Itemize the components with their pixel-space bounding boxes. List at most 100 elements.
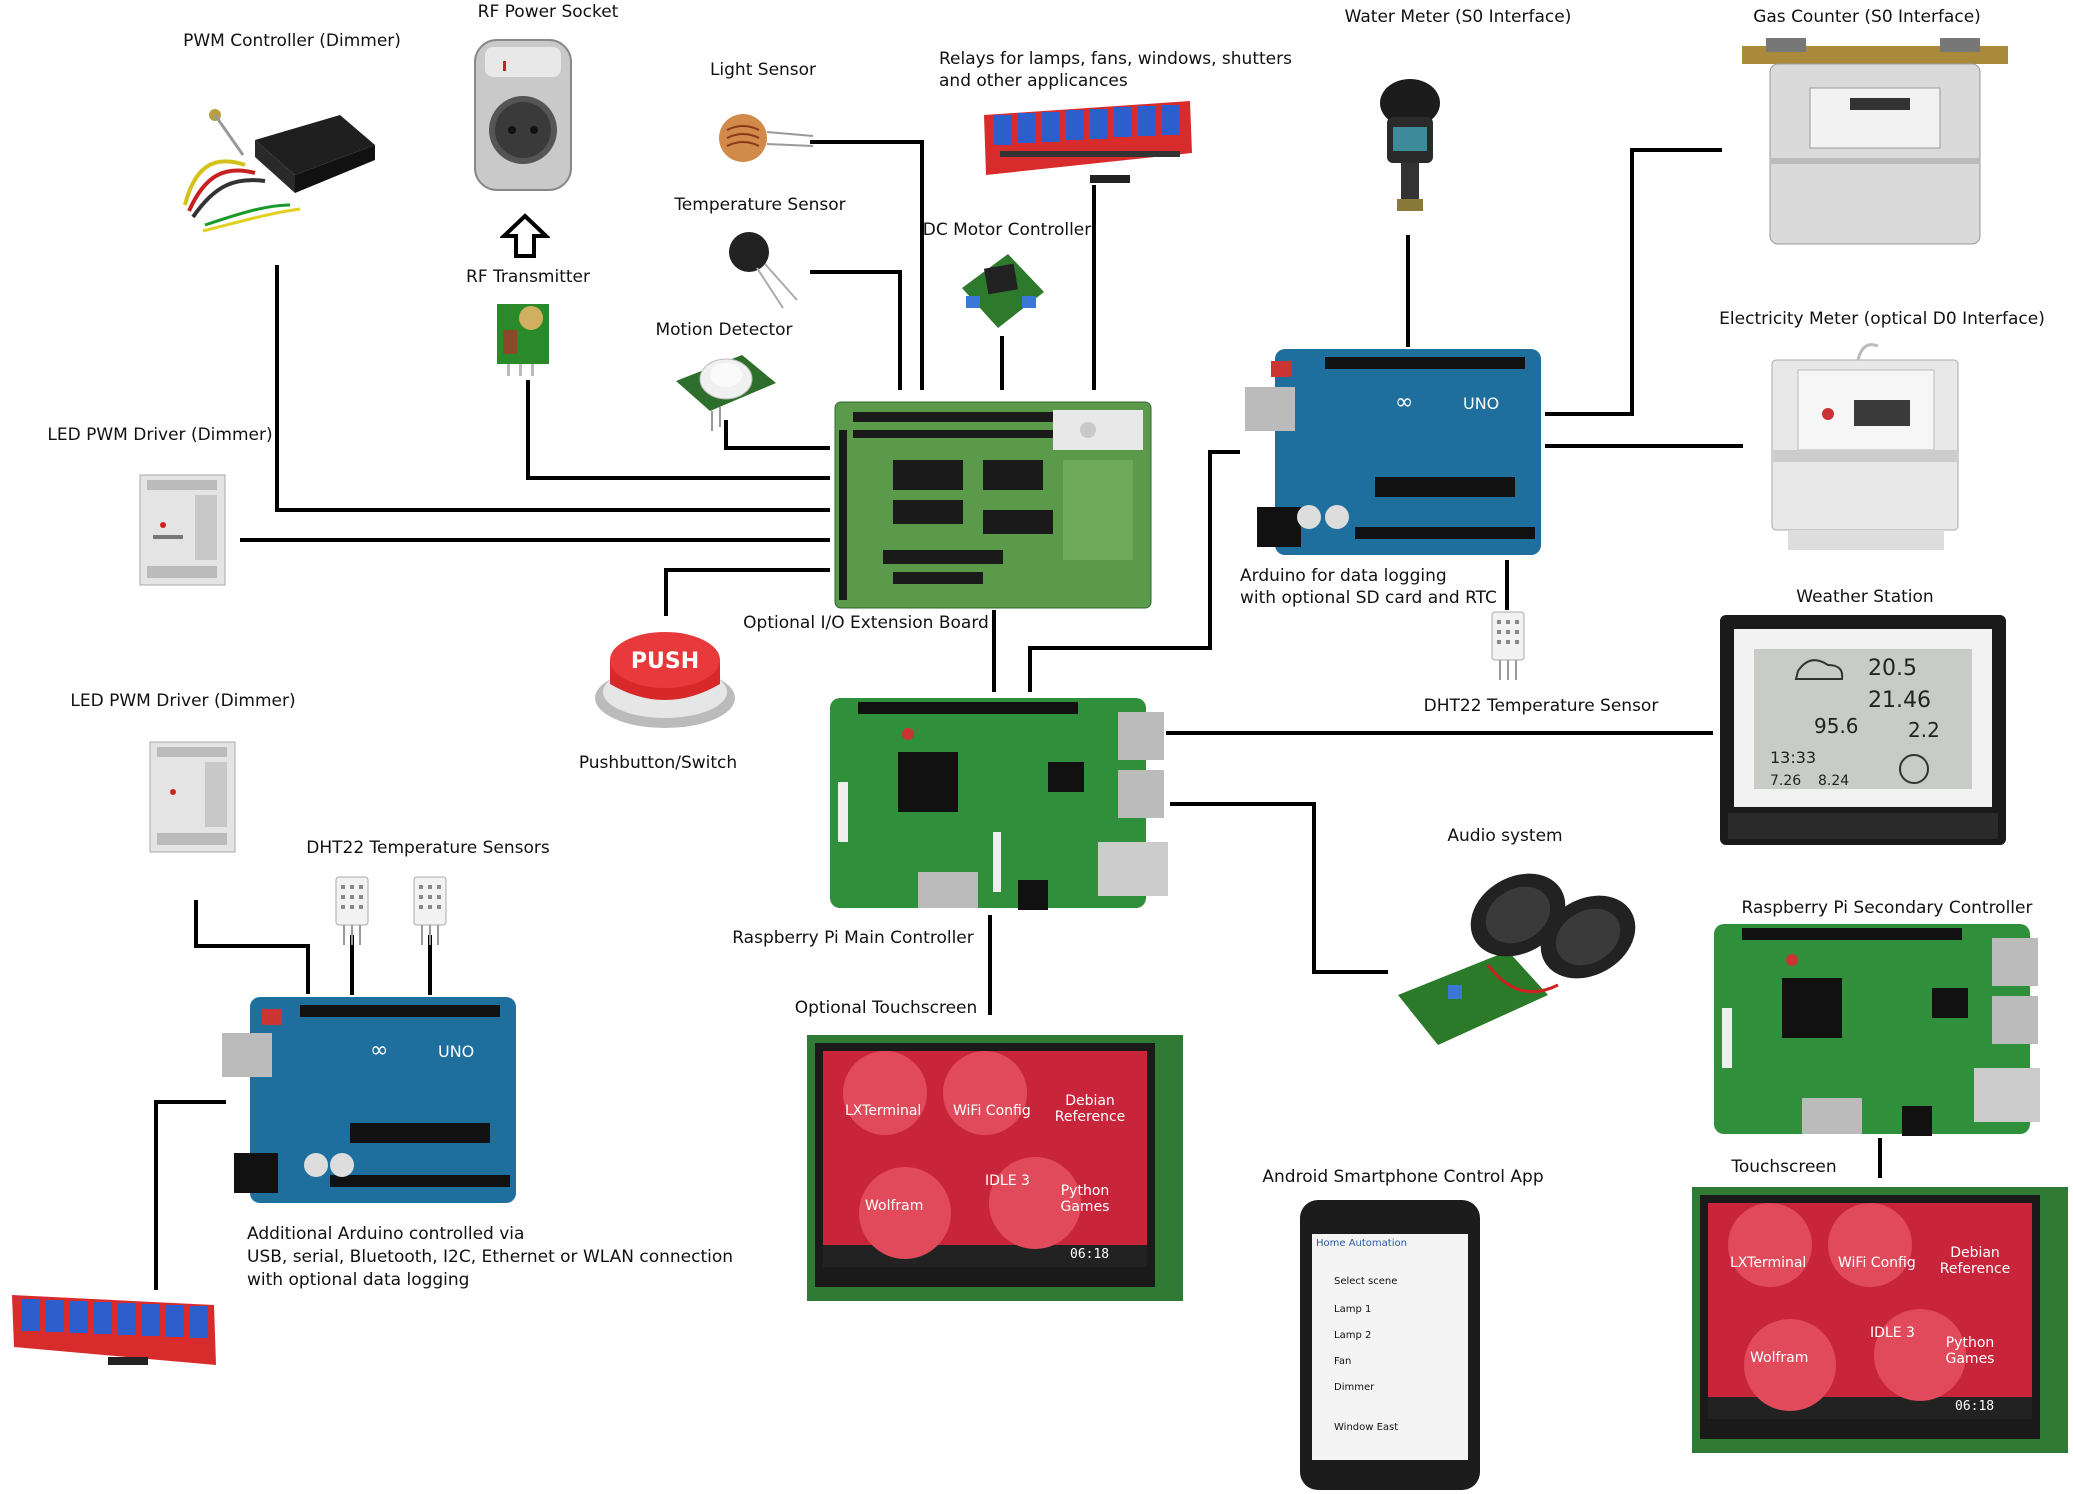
raspberry-pi-secondary-image — [1714, 924, 2040, 1136]
wire-pi-touch — [988, 915, 992, 1015]
wire-temp — [898, 270, 902, 390]
touchscreen-icon-debian[interactable]: Debian Reference — [1939, 1245, 2011, 1277]
phone-dimmer-item[interactable]: Dimmer — [1334, 1382, 1375, 1393]
phone-lamp1-item[interactable]: Lamp 1 — [1334, 1304, 1372, 1315]
temperature-sensor-image — [729, 232, 798, 309]
wire-led-driver — [240, 538, 830, 542]
label-dht22-sensor: DHT22 Temperature Sensor — [1423, 696, 1659, 716]
touchscreen-frame — [1692, 1187, 2068, 1453]
label-dc-motor-controller: DC Motor Controller — [922, 220, 1092, 240]
wire-light — [810, 140, 922, 144]
wire-relay-bottom — [154, 1100, 226, 1104]
arduino-additional-image: UNO ∞ — [222, 997, 516, 1203]
label-motion-detector: Motion Detector — [655, 320, 793, 340]
wire-gas — [1630, 148, 1722, 152]
wire-electricity — [1545, 444, 1743, 448]
phone-fan-item[interactable]: Fan — [1334, 1356, 1352, 1367]
touchscreen-icon-wolfram[interactable]: Wolfram — [1750, 1350, 1809, 1366]
label-touchscreen: Touchscreen — [1731, 1157, 1837, 1177]
pushbutton-image: PUSH — [595, 632, 735, 728]
optional-touchscreen-device: LXTerminal WiFi Config Debian Reference … — [805, 1033, 1185, 1303]
motion-detector-image — [676, 355, 776, 431]
light-sensor-image — [719, 114, 814, 162]
wire-gas — [1545, 412, 1634, 416]
touchscreen-icon-lxterminal[interactable]: LXTerminal — [1730, 1255, 1807, 1271]
label-arduino-additional-line2: USB, serial, Bluetooth, I2C, Ethernet or… — [247, 1247, 734, 1267]
phone-window-item[interactable]: Window East — [1334, 1422, 1399, 1433]
label-temperature-sensor: Temperature Sensor — [674, 195, 846, 215]
label-raspberry-secondary: Raspberry Pi Secondary Controller — [1741, 898, 2033, 918]
wire-dht22 — [1505, 560, 1509, 610]
wire-relays — [1092, 185, 1096, 390]
label-arduino-additional: Additional Arduino controlled via — [247, 1224, 525, 1244]
label-dht22-sensors: DHT22 Temperature Sensors — [306, 838, 550, 858]
arduino-uno-label: UNO — [438, 1042, 474, 1061]
weather-year: 8.24 — [1818, 773, 1849, 789]
wire-led-driver-2 — [306, 944, 310, 994]
dht22-sensor-image — [1491, 611, 1525, 680]
label-weather-station: Weather Station — [1796, 587, 1934, 607]
phone-app-title: Home Automation — [1316, 1238, 1407, 1249]
wire-arduino-pi — [1210, 450, 1240, 454]
touchscreen-icon-wifi[interactable]: WiFi Config — [953, 1103, 1031, 1119]
weather-time: 13:33 — [1770, 748, 1816, 767]
label-electricity-meter: Electricity Meter (optical D0 Interface) — [1719, 309, 2045, 329]
weather-date: 7.26 — [1770, 773, 1801, 789]
touchscreen-clock: 06:18 — [1955, 1399, 1995, 1414]
label-light-sensor: Light Sensor — [709, 60, 817, 80]
touchscreen-icon-wolfram[interactable]: Wolfram — [865, 1198, 924, 1214]
wire-arduino-pi — [1028, 646, 1032, 692]
dc-motor-controller-image — [962, 254, 1044, 328]
wire-pwm — [275, 508, 830, 512]
wire-motion — [724, 446, 830, 450]
wire-rf — [526, 380, 530, 480]
wire-audio — [1170, 802, 1316, 806]
wire-gas — [1630, 148, 1634, 414]
led-pwm-driver-image — [139, 474, 226, 586]
rf-transmitter-image — [497, 304, 549, 376]
touchscreen-icon-idle[interactable]: IDLE 3 — [1870, 1325, 1915, 1341]
wire-water — [1406, 235, 1410, 347]
wire-led-driver-2 — [194, 944, 310, 948]
touchscreen-icon-debian[interactable]: Debian Reference — [1054, 1093, 1126, 1125]
arduino-uno-label: UNO — [1463, 394, 1499, 413]
wire-light — [920, 140, 924, 390]
weather-temp: 20.5 — [1868, 656, 1917, 681]
rf-power-socket-image — [474, 39, 572, 191]
wire-pushbutton — [664, 568, 830, 572]
label-arduino-logging-line2: with optional SD card and RTC — [1240, 588, 1497, 608]
wire-arduino-pi — [1028, 646, 1212, 650]
arrow-up-icon — [500, 213, 550, 258]
dht22-sensor-image — [335, 876, 369, 945]
wire-pi2-touch — [1878, 1138, 1882, 1178]
wire-io-pi — [992, 610, 996, 692]
touchscreen-clock: 06:18 — [1070, 1247, 1110, 1262]
label-pushbutton: Pushbutton/Switch — [578, 753, 738, 773]
label-relays: Relays for lamps, fans, windows, shutter… — [939, 49, 1292, 69]
wire-rf — [526, 476, 830, 480]
touchscreen-icon-python-games[interactable]: Python Games — [1060, 1183, 1110, 1215]
label-arduino-additional-line3: with optional data logging — [247, 1270, 470, 1290]
wire-weather — [1166, 731, 1713, 735]
phone-lamp2-item[interactable]: Lamp 2 — [1334, 1330, 1372, 1341]
touchscreen-icon-lxterminal[interactable]: LXTerminal — [845, 1103, 922, 1119]
audio-system-image — [1398, 873, 1636, 1045]
push-label: PUSH — [631, 649, 699, 674]
touchscreen-icon-python-games[interactable]: Python Games — [1945, 1335, 1995, 1367]
wire-audio — [1312, 802, 1316, 974]
label-raspberry-main: Raspberry Pi Main Controller — [732, 928, 974, 948]
svg-text:∞: ∞ — [370, 1038, 388, 1063]
water-meter-image — [1380, 79, 1440, 211]
label-led-pwm-driver-2: LED PWM Driver (Dimmer) — [70, 691, 296, 711]
relay-board-image — [12, 1295, 216, 1365]
phone-scene-item[interactable]: Select scene — [1334, 1276, 1398, 1287]
touchscreen-icon-idle[interactable]: IDLE 3 — [985, 1173, 1030, 1189]
wire-dht22-multi — [428, 935, 432, 995]
touchscreen-icon-wifi[interactable]: WiFi Config — [1838, 1255, 1916, 1271]
raspberry-pi-main-image — [830, 698, 1168, 910]
label-led-pwm-driver: LED PWM Driver (Dimmer) — [47, 425, 273, 445]
arduino-logging-image: UNO ∞ — [1245, 349, 1541, 555]
svg-text:∞: ∞ — [1395, 390, 1413, 415]
wire-audio — [1312, 970, 1388, 974]
wire-pushbutton — [664, 568, 668, 616]
